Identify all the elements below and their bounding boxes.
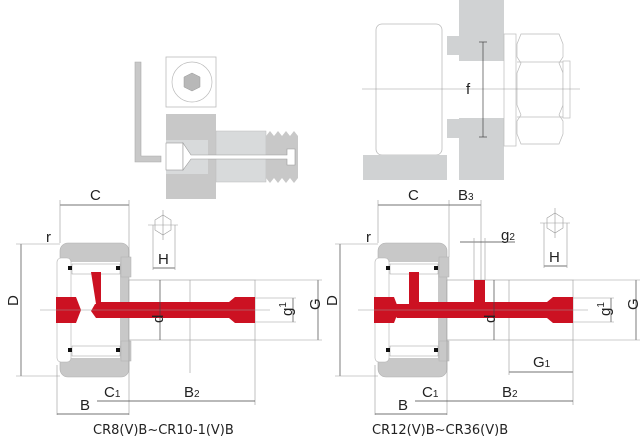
seal [386, 348, 390, 352]
caption-right: CR12(V)B~CR36(V)B [372, 423, 508, 438]
label-d: d [150, 315, 167, 323]
flange [120, 256, 132, 278]
label-C: C [408, 187, 419, 204]
stud-through-hole [447, 61, 504, 118]
follower-roller [375, 23, 443, 156]
label-B2: B2 [184, 384, 200, 401]
seal [434, 348, 438, 352]
oil-bore [182, 142, 296, 171]
label-G1: G1 [533, 354, 551, 371]
label-r: r [366, 229, 371, 246]
flange [438, 256, 450, 278]
washer [503, 33, 517, 147]
caption-left: CR8(V)B~CR10-1(V)B [93, 423, 234, 438]
label-C: C [90, 187, 101, 204]
hex-socket-icon [183, 72, 201, 92]
label-H: H [158, 251, 169, 268]
label-G: G [625, 298, 640, 310]
flange [120, 340, 132, 362]
label-d: d [482, 315, 499, 323]
label-g1: g1 [278, 302, 296, 316]
hex-key [134, 61, 162, 163]
needle-row [389, 345, 439, 357]
figure-left: C r D H d g1 G C1 B2 B CR8(V)B~CR10-1(V)… [5, 187, 324, 438]
seal [116, 348, 120, 352]
label-C1: C1 [422, 384, 439, 401]
label-D: D [5, 295, 22, 306]
flange [438, 340, 450, 362]
figure-right: C B3 g2 r D H d g1 G G1 C [324, 187, 640, 438]
label-g1: g1 [596, 302, 614, 316]
seal [116, 266, 120, 270]
label-G: G [307, 298, 324, 310]
hex-socket-section [165, 142, 184, 171]
seal [68, 266, 72, 270]
needle-row [71, 345, 121, 357]
label-H: H [549, 249, 560, 266]
label-B: B [80, 397, 90, 414]
label-g2: g2 [501, 227, 515, 244]
label-B: B [398, 397, 408, 414]
label-f: f [466, 81, 471, 98]
label-C1: C1 [104, 384, 121, 401]
label-B2: B2 [502, 384, 518, 401]
seal [386, 266, 390, 270]
label-r: r [46, 229, 51, 246]
label-D: D [324, 295, 341, 306]
hex-key-illustration [134, 56, 298, 199]
stud-tip [562, 60, 571, 119]
base-block [363, 155, 447, 180]
label-B3: B3 [458, 187, 474, 204]
seal [68, 348, 72, 352]
stud-end-circle [171, 61, 213, 103]
seal [434, 266, 438, 270]
mounting-illustration: f [362, 0, 580, 180]
